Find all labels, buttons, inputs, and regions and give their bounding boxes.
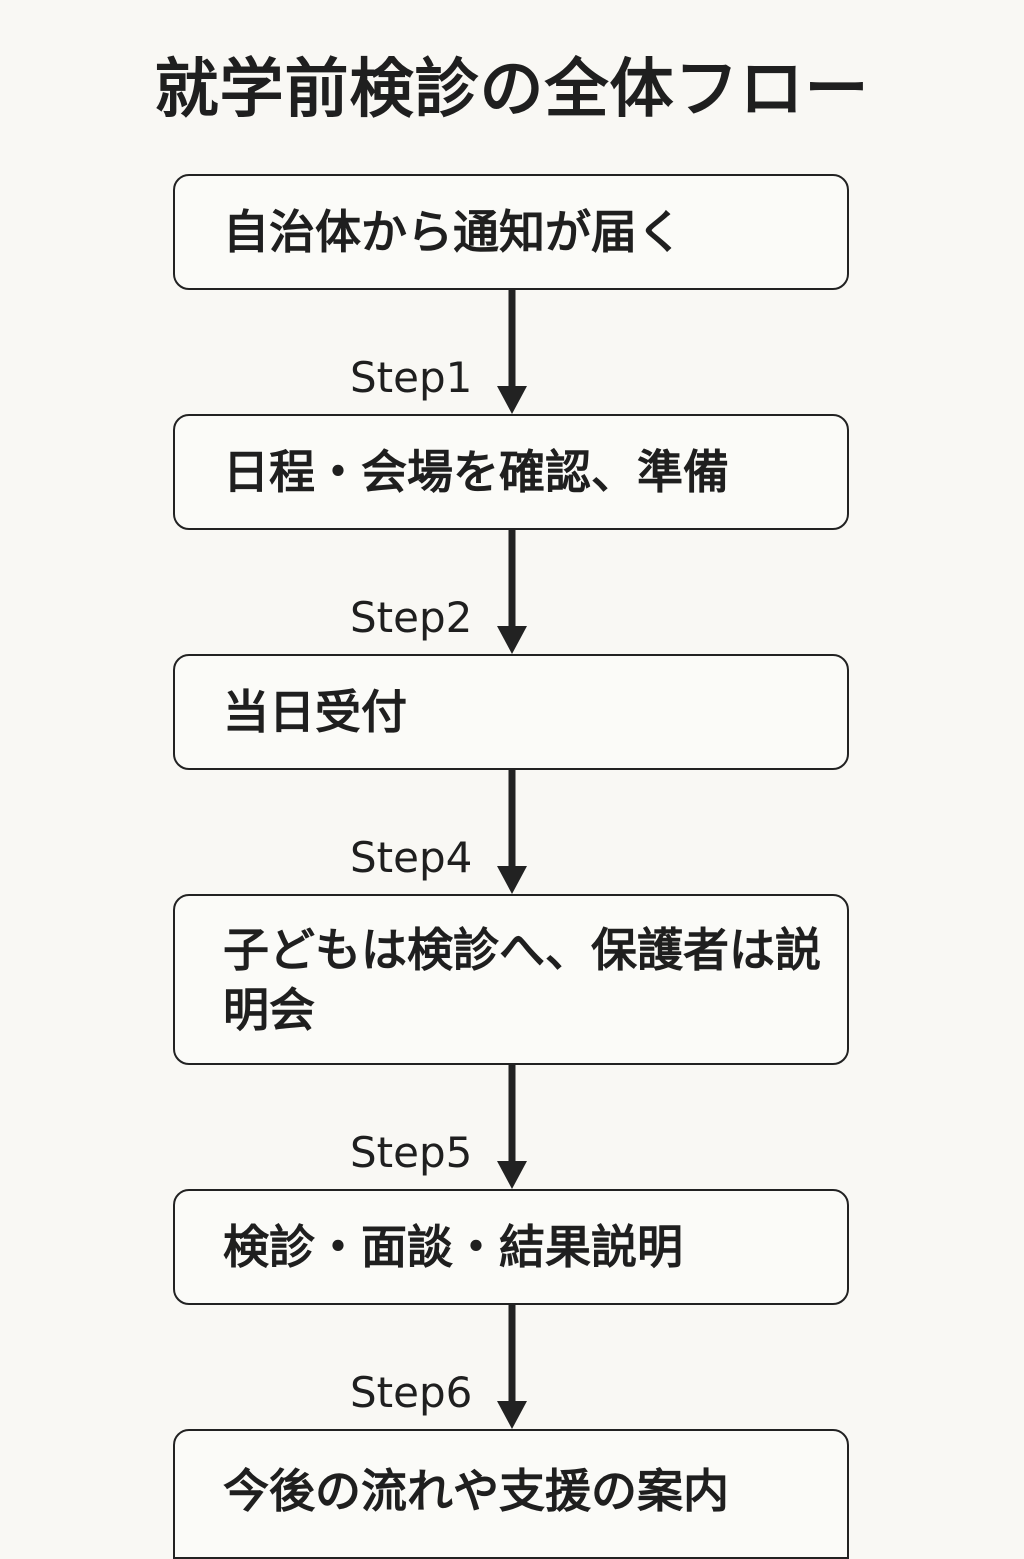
step-label-5: Step6 <box>350 1368 473 1417</box>
flow-step-box-5: 検診・面談・結果説明 <box>173 1189 849 1305</box>
flow-step-text-2: 日程・会場を確認、準備 <box>223 445 729 499</box>
flow-step-box-3: 当日受付 <box>173 654 849 770</box>
flow-step-box-4: 子どもは検診へ、保護者は説明会 <box>173 894 849 1065</box>
arrow-2 <box>497 530 527 654</box>
step-label-1: Step1 <box>350 353 473 402</box>
flow-step-box-1: 自治体から通知が届く <box>173 174 849 290</box>
arrow-4 <box>497 1065 527 1189</box>
arrow-5 <box>497 1305 527 1429</box>
diagram-title: 就学前検診の全体フロー <box>154 53 870 127</box>
step-label-3: Step4 <box>350 833 473 882</box>
flow-step-text-3: 当日受付 <box>223 685 407 739</box>
flow-step-text-4: 子どもは検診へ、保護者は説明会 <box>223 922 821 1037</box>
step-label-2: Step2 <box>350 593 473 642</box>
step-label-4: Step5 <box>350 1128 473 1177</box>
arrow-1 <box>497 290 527 414</box>
flow-step-text-6: 今後の流れや支援の案内 <box>223 1464 729 1518</box>
arrow-3 <box>497 770 527 894</box>
flow-step-box-2: 日程・会場を確認、準備 <box>173 414 849 530</box>
flow-step-box-6: 今後の流れや支援の案内 <box>173 1429 849 1559</box>
flow-step-text-5: 検診・面談・結果説明 <box>223 1220 683 1274</box>
flow-step-text-1: 自治体から通知が届く <box>223 205 683 259</box>
